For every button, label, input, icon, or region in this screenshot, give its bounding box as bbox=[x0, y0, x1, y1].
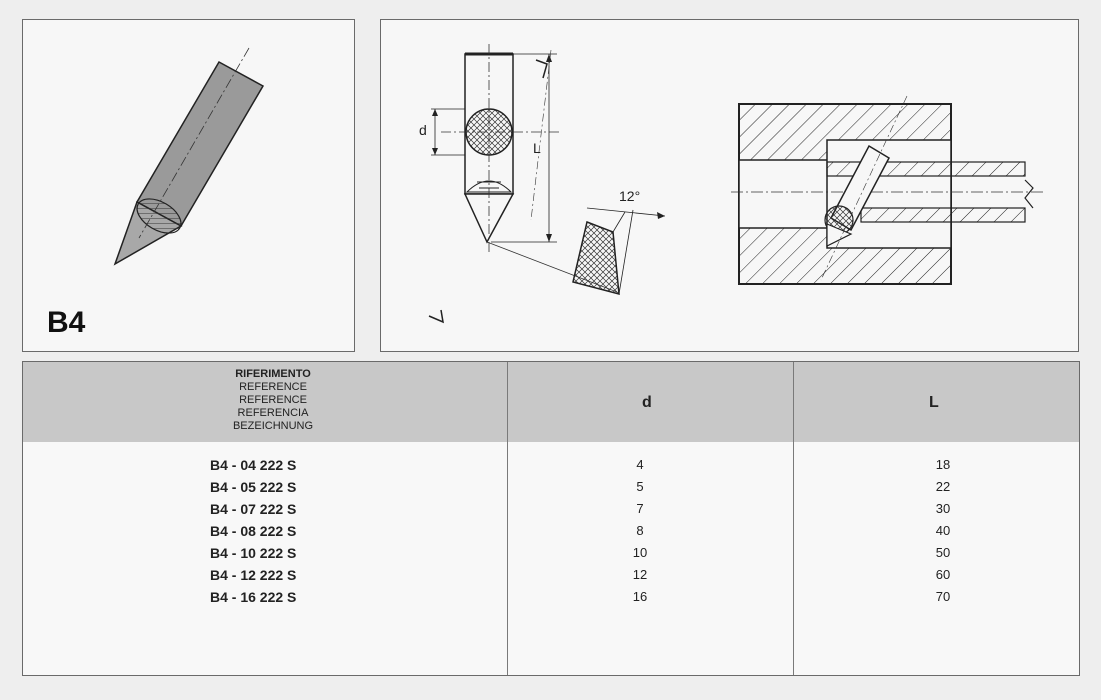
table-cell-d: 10 bbox=[632, 545, 648, 560]
table-cell-L: 70 bbox=[935, 589, 951, 604]
angle-label: 12° bbox=[619, 188, 641, 204]
header-referencia: REFERENCIA bbox=[237, 407, 309, 419]
reference-column-header: RIFERIMENTO REFERENCE REFERENCE REFERENC… bbox=[183, 368, 363, 433]
technical-drawing-panel: d L 12° bbox=[380, 19, 1079, 352]
assembly-section-view bbox=[731, 95, 1046, 285]
table-header bbox=[23, 362, 1079, 442]
table-cell-ref: B4 - 07 222 S bbox=[210, 501, 297, 517]
table-cell-ref: B4 - 10 222 S bbox=[210, 545, 297, 561]
product-code-label: B4 bbox=[47, 306, 86, 339]
tip-section-detail bbox=[572, 207, 666, 295]
table-cell-L: 50 bbox=[935, 545, 951, 560]
table-cell-d: 16 bbox=[632, 589, 648, 604]
table-cell-d: 4 bbox=[636, 457, 644, 472]
header-bezeichnung: BEZEICHNUNG bbox=[232, 420, 314, 432]
table-cell-ref: B4 - 04 222 S bbox=[210, 457, 297, 473]
table-cell-ref: B4 - 08 222 S bbox=[210, 523, 297, 539]
dimension-L-label: L bbox=[533, 140, 541, 156]
column-divider bbox=[507, 362, 508, 675]
d-column-header: d bbox=[642, 394, 652, 411]
table-cell-d: 12 bbox=[632, 567, 648, 582]
table-cell-L: 30 bbox=[935, 501, 951, 516]
header-reference-en: REFERENCE bbox=[239, 381, 307, 393]
L-values-column: 18 22 30 40 50 60 70 bbox=[923, 454, 963, 608]
table-cell-ref: B4 - 16 222 S bbox=[210, 589, 297, 605]
L-column-header: L bbox=[929, 394, 939, 411]
table-cell-L: 40 bbox=[935, 523, 951, 538]
table-cell-L: 18 bbox=[935, 457, 951, 472]
table-cell-d: 5 bbox=[636, 479, 644, 494]
header-reference-fr: REFERENCE bbox=[239, 394, 307, 406]
column-divider bbox=[793, 362, 794, 675]
reference-codes-column: B4 - 04 222 S B4 - 05 222 S B4 - 07 222 … bbox=[210, 454, 296, 608]
dimension-d-label: d bbox=[419, 122, 427, 138]
pin-isometric-drawing bbox=[113, 47, 265, 266]
table-cell-ref: B4 - 12 222 S bbox=[210, 567, 297, 583]
header-riferimento: RIFERIMENTO bbox=[235, 368, 311, 380]
d-values-column: 4 5 7 8 10 12 16 bbox=[620, 454, 660, 608]
table-cell-ref: B4 - 05 222 S bbox=[210, 479, 297, 495]
table-cell-L: 60 bbox=[935, 567, 951, 582]
table-cell-L: 22 bbox=[935, 479, 951, 494]
table-cell-d: 7 bbox=[636, 501, 644, 516]
technical-drawings bbox=[428, 44, 1046, 324]
pin-side-view bbox=[428, 44, 618, 324]
product-illustration-panel: B4 bbox=[22, 19, 355, 352]
table-cell-d: 8 bbox=[636, 523, 644, 538]
dimensions-table: RIFERIMENTO REFERENCE REFERENCE REFERENC… bbox=[22, 361, 1080, 676]
